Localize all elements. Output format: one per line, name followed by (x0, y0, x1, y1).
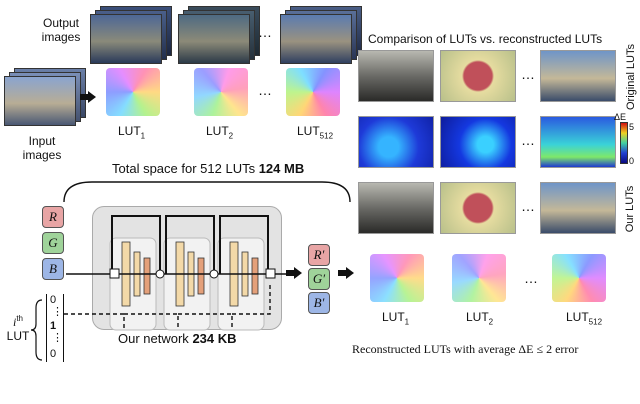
delta-e-thumb-2 (440, 116, 516, 168)
vector-entry: 0 (50, 348, 57, 360)
lut-index-sup: th (16, 314, 23, 323)
output-b-box: B′ (308, 292, 330, 314)
grid-ellipsis: … (521, 198, 536, 214)
lut-label-base: LUT (566, 310, 589, 324)
lut-index-brace (30, 299, 43, 361)
colorbar-icon (620, 122, 628, 164)
reconstructed-lut-cube-512 (552, 254, 606, 302)
network-diagram (64, 215, 292, 331)
lut-label-1: LUT1 (118, 124, 146, 141)
reconstructed-lut-cube-2 (452, 254, 506, 302)
row-label-original: Original LUTs (625, 43, 637, 111)
network-caption: Our network 234 KB (118, 332, 237, 346)
lut-cube-512 (286, 68, 340, 116)
grid-ellipsis: … (521, 132, 536, 148)
input-g-box: G (42, 232, 64, 254)
lut-ellipsis-top: … (258, 82, 273, 98)
ours-thumb-1 (358, 182, 434, 234)
lut-label-base: LUT (297, 124, 320, 138)
reconstructed-lut-label-1: LUT1 (382, 310, 410, 327)
lut-label-sub: 2 (488, 317, 494, 327)
vector-entry: 0 (50, 294, 57, 306)
delta-e-thumb-512 (540, 116, 616, 168)
ours-thumb-512 (540, 182, 616, 234)
arrow-right-icon (338, 266, 354, 284)
original-thumb-512 (540, 50, 616, 102)
lut-label-base: LUT (118, 124, 141, 138)
reconstructed-lut-label-2: LUT2 (466, 310, 494, 327)
network-caption-text: Our network (118, 331, 189, 346)
total-space-bracket (63, 181, 351, 203)
total-space-caption: Total space for 512 LUTs 124 MB (112, 162, 304, 176)
lut-index-label: ith LUT (4, 312, 32, 343)
lut-index-i: i (12, 315, 17, 329)
lut-cube-2 (194, 68, 248, 116)
lut-label-sub: 1 (140, 131, 146, 141)
vector-entry: ⋮ (52, 306, 63, 318)
total-space-value: 124 MB (258, 161, 305, 176)
lut-label-sub: 1 (404, 317, 410, 327)
input-b-box: B (42, 258, 64, 280)
input-r-box: R (42, 206, 64, 228)
original-thumb-1 (358, 50, 434, 102)
vector-entry: ⋮ (52, 332, 63, 344)
colorbar-label: ΔE (614, 112, 627, 122)
ours-thumb-2 (440, 182, 516, 234)
lut-label-sub: 512 (588, 317, 603, 327)
reconstructed-caption: Reconstructed LUTs with average ΔE ≤ 2 e… (352, 342, 579, 356)
lut-label-sub: 2 (228, 131, 234, 141)
lut-label-2: LUT2 (206, 124, 234, 141)
total-space-text: Total space for 512 LUTs (112, 161, 256, 176)
delta-e-thumb-1 (358, 116, 434, 168)
input-images-label: Input images (22, 134, 62, 162)
colorbar-tick-min: 0 (629, 156, 635, 166)
comparison-title: Comparison of LUTs vs. reconstructed LUT… (368, 32, 603, 46)
lut-label-512: LUT512 (297, 124, 334, 141)
reconstructed-lut-cube-1 (370, 254, 424, 302)
arrow-right-icon (80, 90, 96, 108)
arrow-right-icon (286, 266, 302, 284)
output-ellipsis: … (258, 24, 273, 40)
lut-label-base: LUT (466, 310, 489, 324)
lut-cube-1 (106, 68, 160, 116)
output-r-box: R′ (308, 244, 330, 266)
one-hot-vector: 0 ⋮ 1 ⋮ 0 (46, 294, 64, 362)
lut-index-text: LUT (6, 329, 30, 343)
vector-entry: 1 (50, 320, 57, 332)
reconstructed-lut-label-512: LUT512 (566, 310, 603, 327)
lut-label-sub: 512 (319, 131, 334, 141)
grid-ellipsis: … (521, 66, 536, 82)
lut-label-base: LUT (206, 124, 229, 138)
original-thumb-2 (440, 50, 516, 102)
output-g-box: G′ (308, 268, 330, 290)
network-caption-value: 234 KB (192, 331, 237, 346)
lut-label-base: LUT (382, 310, 405, 324)
reconstructed-lut-ellipsis: … (524, 270, 539, 286)
output-images-label: Output images (41, 16, 81, 44)
colorbar-tick-max: 5 (629, 122, 635, 132)
row-label-ours: Our LUTs (624, 185, 636, 233)
